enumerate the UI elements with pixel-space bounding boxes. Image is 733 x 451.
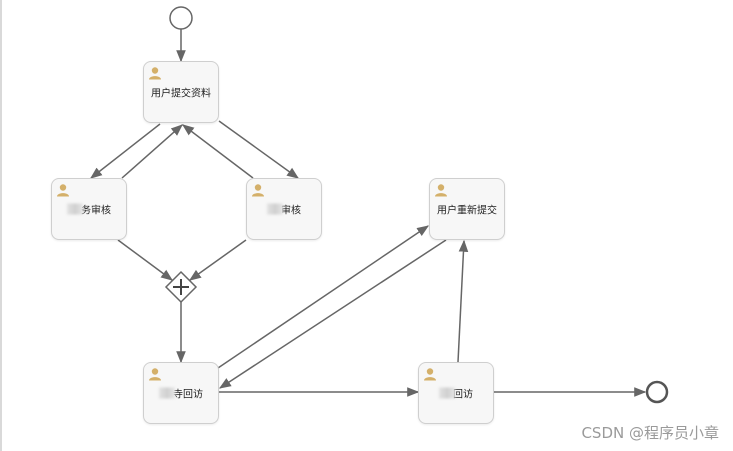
flow-resubmit-to-visit-a[interactable]	[218, 239, 447, 389]
redacted-text	[439, 387, 455, 399]
left-border	[0, 0, 2, 451]
user-icon	[424, 368, 436, 381]
task-label: 寺回访	[144, 386, 218, 401]
redacted-text	[67, 203, 83, 215]
redacted-text	[159, 387, 175, 399]
flow-review-b-to-gateway[interactable]	[189, 239, 247, 281]
task-label: 审核	[247, 202, 321, 217]
user-icon	[149, 368, 161, 381]
task-label: 回访	[419, 386, 493, 401]
user-icon	[149, 67, 161, 80]
task-submit[interactable]: 用户提交资料	[143, 61, 219, 123]
task-resubmit[interactable]: 用户重新提交	[429, 178, 505, 240]
flow-submit-to-review-b[interactable]	[218, 120, 299, 179]
watermark: CSDN @程序员小章	[581, 424, 719, 442]
end-event[interactable]	[645, 380, 669, 404]
task-label: 用户提交资料	[151, 88, 211, 100]
task-visit-b[interactable]: 回访	[418, 362, 494, 424]
user-icon	[435, 184, 447, 197]
flow-review-b-to-submit[interactable]	[182, 124, 254, 179]
flow-visit-a-to-resubmit[interactable]	[217, 225, 429, 369]
flow-review-a-to-gateway[interactable]	[117, 239, 173, 281]
start-event[interactable]	[169, 6, 193, 30]
task-review-a[interactable]: 务审核	[51, 178, 127, 240]
task-review-b[interactable]: 审核	[246, 178, 322, 240]
redacted-text	[267, 203, 283, 215]
user-icon	[252, 184, 264, 197]
task-label: 用户重新提交	[437, 205, 497, 217]
flow-review-a-to-submit[interactable]	[121, 124, 183, 179]
parallel-gateway[interactable]	[164, 270, 198, 304]
user-icon	[57, 184, 69, 197]
task-label: 务审核	[52, 202, 126, 217]
flow-visit-b-to-resubmit[interactable]	[457, 239, 469, 363]
flow-submit-to-review-a[interactable]	[90, 123, 161, 179]
task-visit-a[interactable]: 寺回访	[143, 362, 219, 424]
